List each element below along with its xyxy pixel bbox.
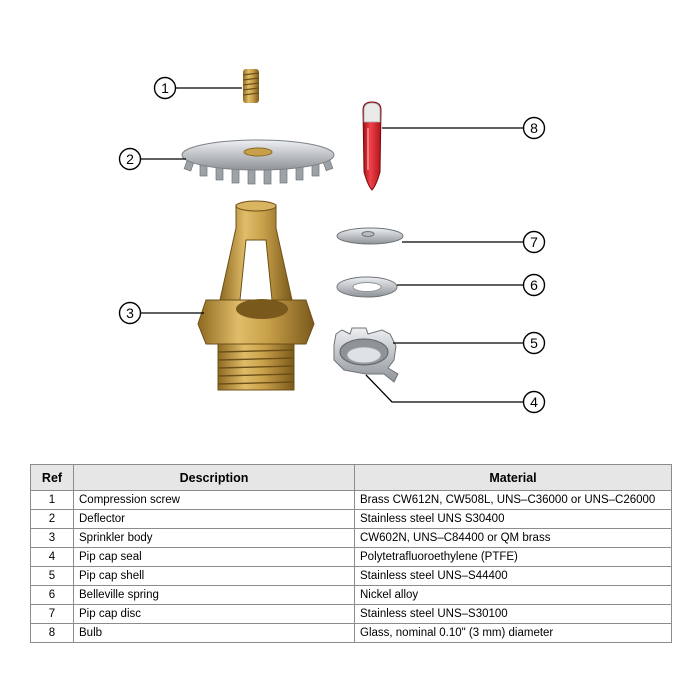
cell-ref: 3 (30, 528, 74, 548)
cell-material: Stainless steel UNS S30400 (354, 509, 672, 529)
deflector (181, 139, 335, 185)
svg-text:1: 1 (161, 80, 169, 96)
table-row: 7 Pip cap disc Stainless steel UNS–S3010… (30, 604, 672, 624)
callout-6: 6 (522, 273, 546, 297)
bulb (362, 101, 382, 191)
belleville-spring (336, 276, 398, 298)
callout-5: 5 (522, 331, 546, 355)
cell-description: Pip cap shell (73, 566, 355, 586)
cell-description: Pip cap disc (73, 604, 355, 624)
cell-material: Polytetrafluoroethylene (PTFE) (354, 547, 672, 567)
cell-ref: 2 (30, 509, 74, 529)
svg-text:4: 4 (530, 394, 538, 410)
table-row: 3 Sprinkler body CW602N, UNS–C84400 or Q… (30, 528, 672, 548)
parts-table: Ref Description Material 1 Compression s… (30, 464, 672, 643)
callout-1: 1 (153, 76, 177, 100)
cell-description: Belleville spring (73, 585, 355, 605)
cell-material: Nickel alloy (354, 585, 672, 605)
table-row: 6 Belleville spring Nickel alloy (30, 585, 672, 605)
cell-ref: 5 (30, 566, 74, 586)
cell-ref: 4 (30, 547, 74, 567)
cell-description: Pip cap seal (73, 547, 355, 567)
table-row: 4 Pip cap seal Polytetrafluoroethylene (… (30, 547, 672, 567)
header-material: Material (354, 464, 672, 491)
callout-3: 3 (118, 301, 142, 325)
cell-material: Brass CW612N, CW508L, UNS–C36000 or UNS–… (354, 490, 672, 510)
pip-cap-seal (346, 346, 382, 364)
callout-7: 7 (522, 230, 546, 254)
cell-ref: 6 (30, 585, 74, 605)
table-row: 8 Bulb Glass, nominal 0.10" (3 mm) diame… (30, 623, 672, 643)
table-row: 1 Compression screw Brass CW612N, CW508L… (30, 490, 672, 510)
sprinkler-body (197, 200, 315, 391)
svg-text:7: 7 (530, 234, 538, 250)
cell-ref: 1 (30, 490, 74, 510)
compression-screw (242, 69, 260, 103)
svg-text:3: 3 (126, 305, 134, 321)
exploded-sprinkler-diagram: 1 2 3 4 5 6 7 8 (118, 69, 546, 414)
cell-ref: 8 (30, 623, 74, 643)
svg-text:8: 8 (530, 120, 538, 136)
callout-8: 8 (522, 116, 546, 140)
cell-material: Stainless steel UNS–S30100 (354, 604, 672, 624)
cell-description: Sprinkler body (73, 528, 355, 548)
svg-text:6: 6 (530, 277, 538, 293)
header-description: Description (73, 464, 355, 491)
cell-material: CW602N, UNS–C84400 or QM brass (354, 528, 672, 548)
header-ref: Ref (30, 464, 74, 491)
callout-2: 2 (118, 147, 142, 171)
table-row: 2 Deflector Stainless steel UNS S30400 (30, 509, 672, 529)
cell-description: Compression screw (73, 490, 355, 510)
table-row: 5 Pip cap shell Stainless steel UNS–S444… (30, 566, 672, 586)
cell-description: Deflector (73, 509, 355, 529)
cell-description: Bulb (73, 623, 355, 643)
callout-4: 4 (522, 390, 546, 414)
svg-text:5: 5 (530, 335, 538, 351)
cell-material: Glass, nominal 0.10" (3 mm) diameter (354, 623, 672, 643)
pip-cap-disc (336, 227, 404, 245)
svg-text:2: 2 (126, 151, 134, 167)
leader-lines (141, 87, 523, 403)
cell-material: Stainless steel UNS–S44400 (354, 566, 672, 586)
table-header-row: Ref Description Material (30, 464, 672, 491)
cell-ref: 7 (30, 604, 74, 624)
